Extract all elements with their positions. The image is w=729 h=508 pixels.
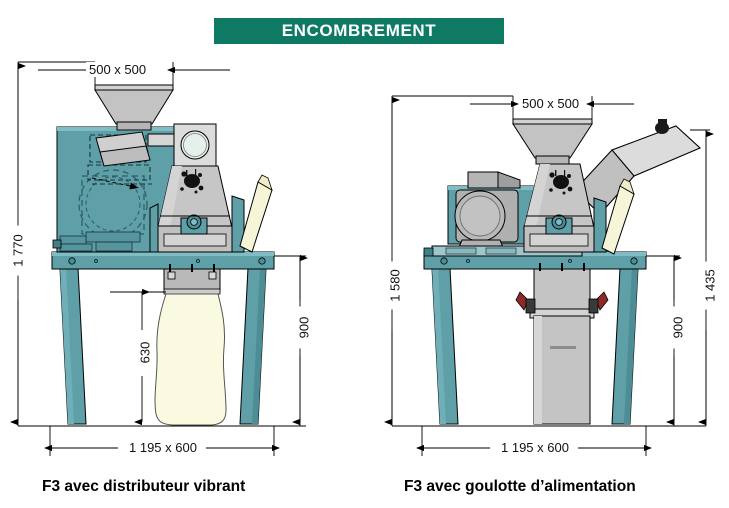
feed-hopper-right [512,118,593,165]
collection-bag-left [154,293,227,426]
splatter-mark-left [180,169,204,194]
dim-left-total-height: 1 770 [10,225,26,276]
dimension-lines [9,61,715,456]
right-machine-assembly [392,118,706,427]
collection-bin-right [515,263,609,425]
crusher-housing-right [523,163,607,253]
dim-right-hopper-width: 500 x 500 [519,96,583,111]
feed-hopper-left [94,84,174,131]
dim-left-footprint: 1 195 x 600 [126,440,200,455]
bag-collar-left [163,264,221,295]
table-top-left [51,251,275,270]
splatter-mark-right [549,170,573,195]
page-title-banner: ENCOMBREMENT [214,18,504,44]
discharge-paddle-right [601,178,635,255]
clamp-handles-right [515,291,609,314]
dim-left-table-height: 900 [296,306,312,349]
caption-right-drawing: F3 avec goulotte d’alimentation [404,478,636,495]
crusher-housing-left [149,165,245,253]
dim-right-chute-height: 1 435 [702,261,718,310]
feed-chute-right [574,119,701,215]
dim-left-bag-height: 630 [137,331,153,374]
left-machine-assembly [18,84,300,427]
page-title: ENCOMBREMENT [281,21,437,40]
inspection-window-left [173,123,217,167]
discharge-paddle-left [239,174,273,253]
dim-left-hopper-width: 500 x 500 [86,62,150,77]
dim-right-footprint: 1 195 x 600 [498,440,572,455]
dim-right-table-height: 900 [670,306,686,349]
caption-left-drawing: F3 avec distributeur vibrant [42,478,246,495]
motor-right [454,171,521,251]
table-legs-right [431,267,639,425]
dim-right-total-height: 1 580 [387,261,403,310]
